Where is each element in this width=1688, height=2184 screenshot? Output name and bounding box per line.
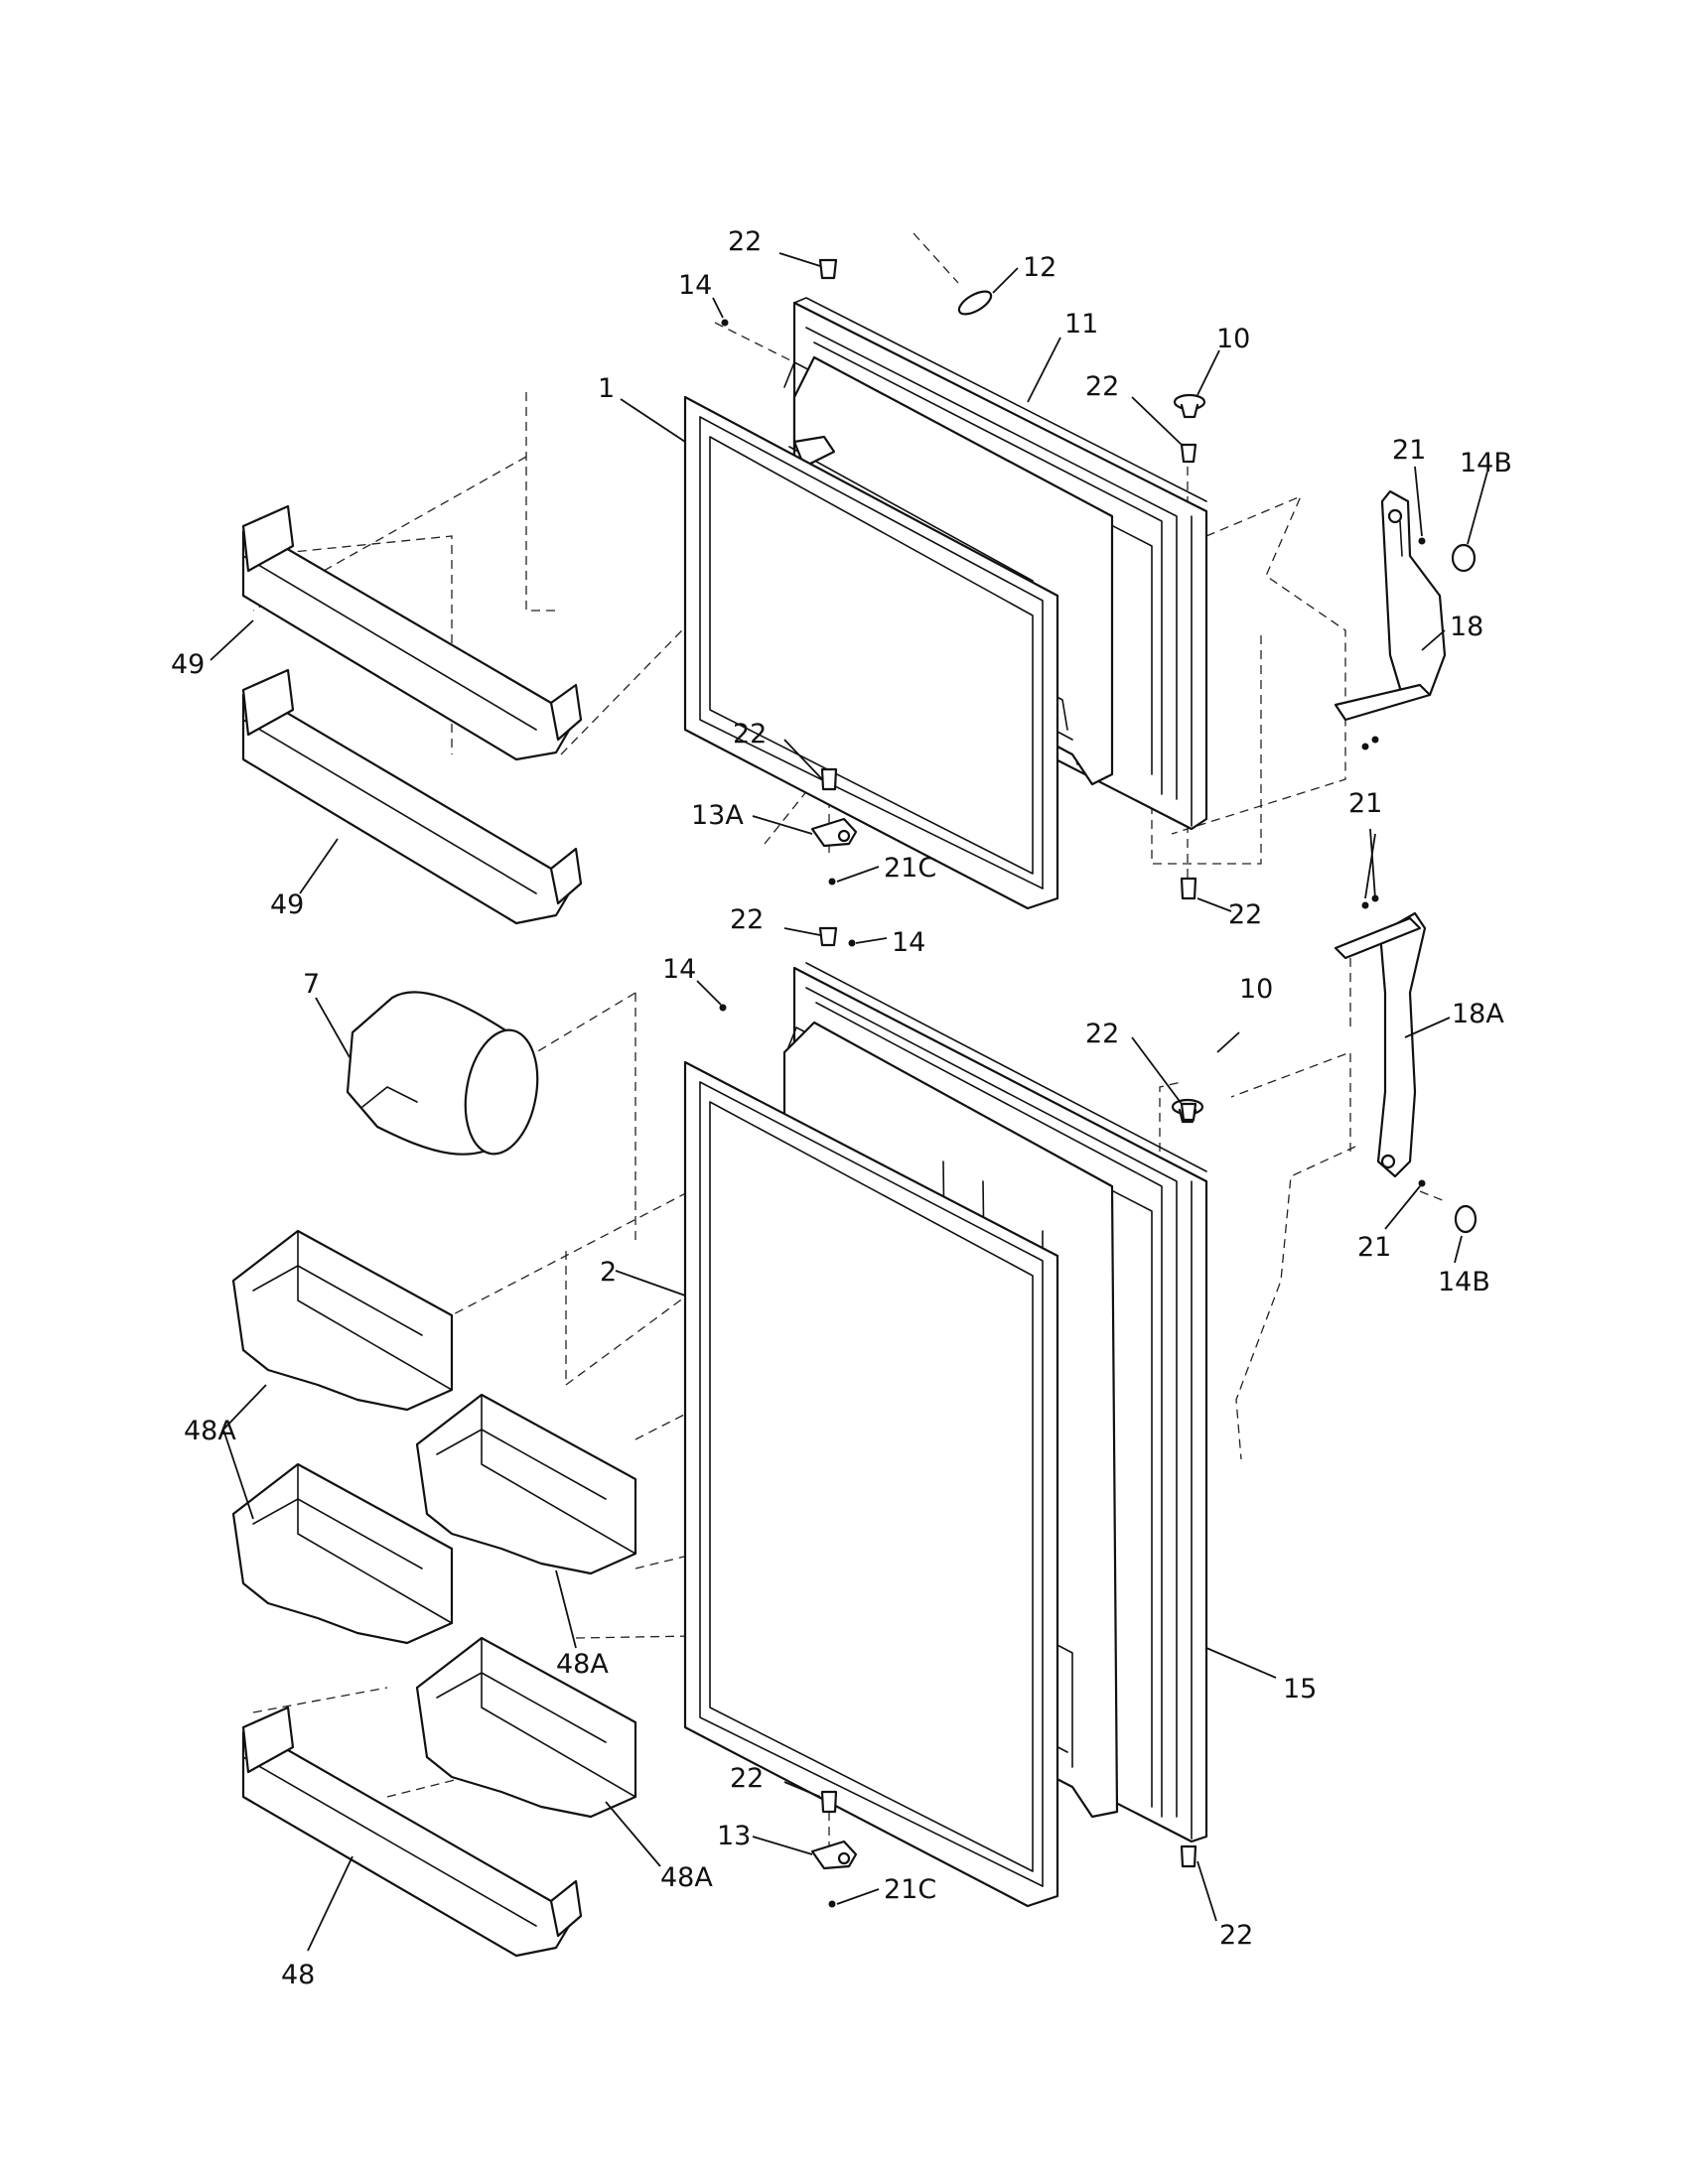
door-bin-4: [415, 1636, 637, 1819]
callout-7: 7: [303, 969, 320, 1000]
callout-18: 18: [1450, 612, 1483, 642]
callout-22: 22: [1085, 371, 1119, 402]
callout-14B: 14B: [1438, 1267, 1490, 1297]
callout-48A: 48A: [556, 1649, 609, 1680]
shelf-bar-bottom: [241, 1706, 583, 1958]
callout-14: 14: [662, 954, 696, 985]
freezer-door-gasket: [683, 395, 1059, 910]
door-bin-3: [231, 1462, 454, 1645]
hinges: [810, 817, 858, 1870]
callout-18A: 18A: [1452, 999, 1504, 1029]
fresh-food-door-gasket: [683, 1060, 1059, 1908]
callout-49: 49: [270, 889, 304, 920]
callout-22: 22: [1085, 1019, 1119, 1049]
shelf-bar-lower: [241, 668, 583, 925]
callout-48: 48: [281, 1960, 315, 1990]
callout-1: 1: [598, 373, 615, 404]
door-bin-2: [415, 1393, 637, 1575]
callout-22: 22: [730, 904, 764, 935]
callout-11: 11: [1064, 309, 1098, 340]
leader-lines: [210, 252, 1488, 1952]
callout-12: 12: [1023, 252, 1056, 283]
callout-49: 49: [171, 649, 205, 680]
freezer-handle: [1334, 489, 1447, 722]
callout-21C: 21C: [884, 853, 936, 884]
callout-22: 22: [1219, 1920, 1253, 1951]
callout-21: 21: [1348, 788, 1382, 819]
callout-10: 10: [1216, 324, 1250, 354]
fresh-food-handle: [1334, 911, 1427, 1178]
callout-22: 22: [733, 719, 767, 750]
callout-15: 15: [1283, 1674, 1317, 1705]
hinge-screws: [818, 258, 1197, 1868]
callout-22: 22: [1228, 899, 1262, 930]
callout-14: 14: [678, 270, 712, 301]
callout-labels: 22 12 14 11 10 22 1 21 14B 18 49 49 22 1…: [171, 226, 1512, 1990]
callout-14B: 14B: [1460, 448, 1512, 478]
callout-22: 22: [728, 226, 762, 257]
callout-21C: 21C: [884, 1874, 936, 1905]
callout-13A: 13A: [691, 800, 744, 831]
small-screws: [719, 319, 1426, 1908]
callout-21: 21: [1392, 435, 1426, 466]
door-bin-1: [231, 1229, 454, 1412]
callout-22: 22: [730, 1763, 764, 1794]
callout-10: 10: [1239, 974, 1273, 1005]
shelf-bar-upper: [241, 504, 583, 761]
dairy-canister: [346, 991, 539, 1156]
callout-13: 13: [717, 1821, 751, 1851]
callout-48A: 48A: [660, 1862, 713, 1893]
callout-48A: 48A: [184, 1416, 236, 1446]
callout-21: 21: [1357, 1232, 1391, 1263]
callout-14: 14: [892, 927, 925, 958]
callout-2: 2: [600, 1257, 617, 1288]
